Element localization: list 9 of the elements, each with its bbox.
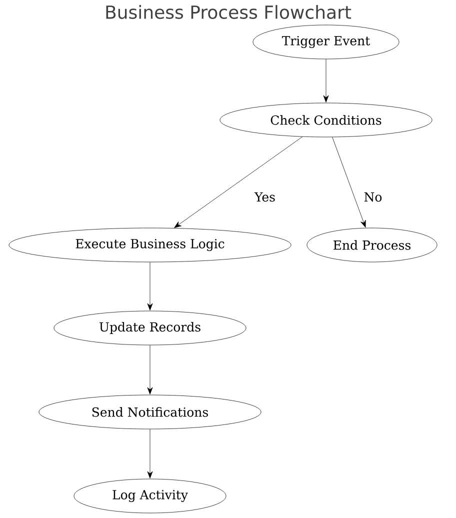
arrow bbox=[174, 136, 303, 228]
arrow bbox=[323, 59, 329, 102]
edge-label: No bbox=[362, 191, 384, 203]
edge-label: Yes bbox=[254, 191, 276, 203]
arrow bbox=[332, 136, 366, 228]
arrow bbox=[147, 429, 153, 478]
title: Business Process Flowchart bbox=[106, 5, 352, 19]
arrow bbox=[147, 345, 153, 394]
arrow bbox=[147, 262, 153, 310]
